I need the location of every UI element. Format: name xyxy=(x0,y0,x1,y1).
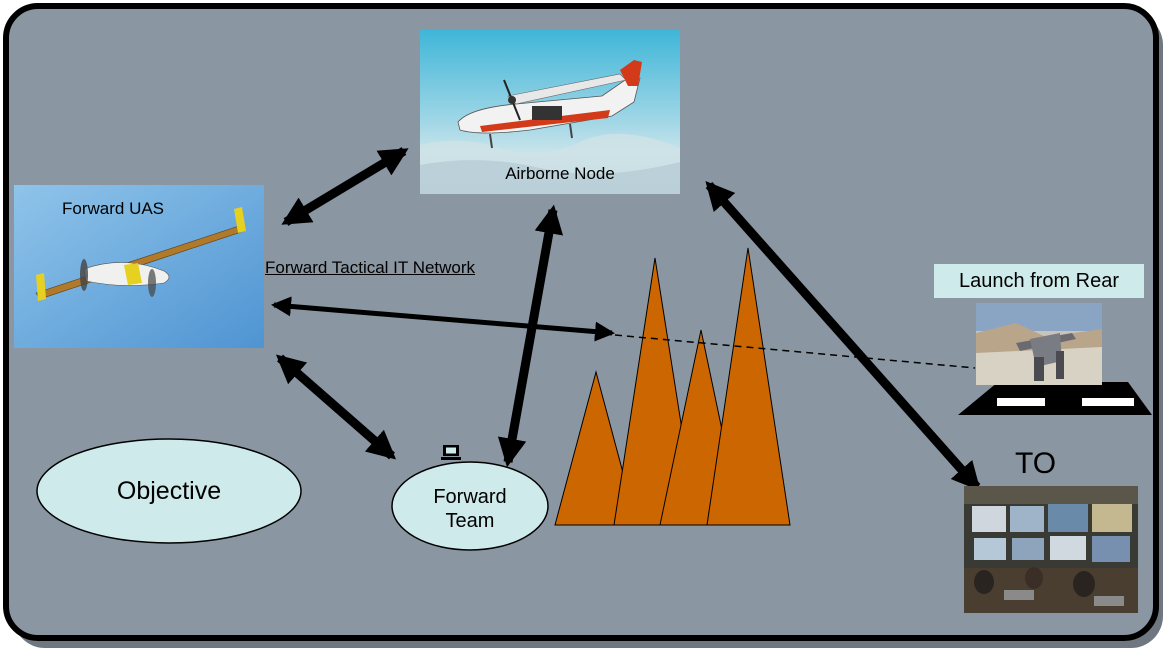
laptop-icon xyxy=(441,445,461,460)
arrow-uas-team xyxy=(275,354,397,460)
mountain-1 xyxy=(554,370,638,526)
airborne-node-photo xyxy=(420,30,680,194)
to-photo xyxy=(964,486,1138,613)
forward-team-label: Forward Team xyxy=(392,485,548,533)
runway-icon xyxy=(958,382,1152,415)
forward-uas-label: Forward UAS xyxy=(62,199,165,218)
arrow-uas-network xyxy=(271,296,615,342)
launch-from-rear-label: Launch from Rear xyxy=(934,264,1144,298)
forward-team-label-line1: Forward xyxy=(433,486,507,508)
forward-team-ellipse xyxy=(391,461,549,551)
objective-ellipse xyxy=(36,438,302,544)
network-link-label: Forward Tactical IT Network xyxy=(265,258,476,277)
launch-photo xyxy=(976,303,1102,385)
objective-label: Objective xyxy=(116,476,222,505)
airborne-node-label: Airborne Node xyxy=(505,164,615,183)
to-label: TO xyxy=(1015,447,1057,480)
arrow-uas-airborne xyxy=(281,147,409,226)
forward-uas-photo xyxy=(14,185,264,348)
forward-team-label-line2: Team xyxy=(445,510,495,532)
arrow-airborne-to xyxy=(705,180,981,492)
